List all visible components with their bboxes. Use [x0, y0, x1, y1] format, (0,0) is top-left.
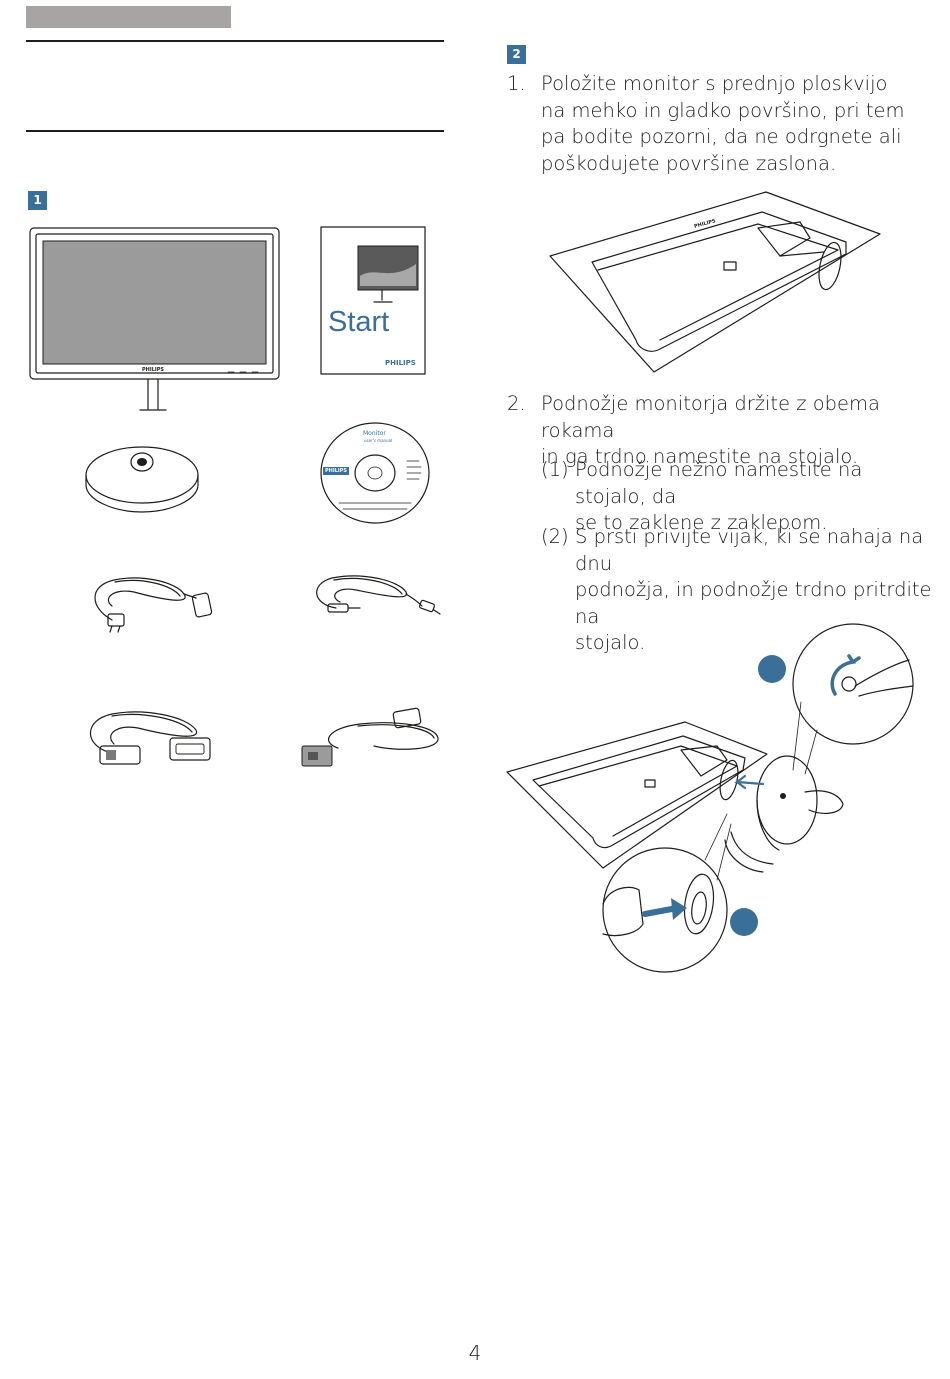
- substep-2-line: podnožja, in podnožje trdno pritrdite na: [575, 578, 932, 628]
- page-number: 4: [468, 1341, 482, 1365]
- dvi-cable: [301, 707, 439, 767]
- step-1-line: poškodujete površine zaslona.: [541, 151, 837, 175]
- vga-cable: [89, 711, 211, 765]
- step-2-line: in ga trdno namestite na stojalo.: [541, 445, 859, 468]
- substep-2-line: stojalo.: [575, 631, 646, 654]
- section-badge-2: 2: [507, 45, 526, 64]
- step-1-line: Položite monitor s prednjo ploskvijo: [541, 72, 888, 95]
- substep-2-text: S prsti privijte vijak, ki se nahaja na …: [575, 524, 935, 657]
- monitor-illustration: [29, 227, 280, 411]
- top-rule: [26, 40, 444, 42]
- step-1-text: Položite monitor s prednjo ploskvijo na …: [541, 71, 941, 177]
- monitor-facedown-illustration: [549, 191, 881, 373]
- cd-title: Monitor: [363, 430, 386, 437]
- step-1-line: na mehko in gladko površino, pri tem: [541, 98, 905, 122]
- power-cable: [94, 577, 213, 633]
- substep-1-line: Podnožje nežno namestite na stojalo, da: [575, 458, 863, 508]
- base-assembly-illustration: [506, 623, 914, 973]
- quick-start-title: Start: [328, 306, 390, 338]
- substep-1-number: (1): [541, 458, 569, 481]
- step-1-number: 1.: [507, 72, 526, 95]
- stand-base: [85, 446, 199, 513]
- step-1-line: pa bodite pozorni, da ne odrgnete ali: [541, 125, 902, 148]
- substep-2-number: (2): [541, 525, 569, 548]
- substep-1-line: se to zaklene z zaklepom.: [575, 511, 828, 534]
- substep-1-text: Podnožje nežno namestite na stojalo, da …: [575, 457, 935, 537]
- header-bar: [26, 6, 231, 28]
- cd-rom: [320, 422, 430, 524]
- monitor-brand-label: PHILIPS: [142, 367, 165, 373]
- quick-start-brand: PHILIPS: [385, 359, 416, 367]
- cd-brand: PHILIPS: [323, 467, 350, 475]
- quick-start-booklet: [320, 226, 426, 375]
- cd-subtitle: user's manual: [364, 438, 393, 443]
- bottom-rule: [26, 130, 444, 132]
- callout-marker-2: 2: [730, 908, 758, 936]
- section-badge-1: 1: [28, 191, 47, 210]
- step-2-line: Podnožje monitorja držite z obema rokama: [541, 392, 880, 442]
- step-2-text: Podnožje monitorja držite z obema rokama…: [541, 391, 941, 471]
- callout-marker-1: 1: [758, 655, 786, 683]
- substep-2-line: S prsti privijte vijak, ki se nahaja na …: [575, 525, 924, 575]
- step-2-number: 2.: [507, 392, 526, 415]
- audio-cable: [316, 575, 441, 615]
